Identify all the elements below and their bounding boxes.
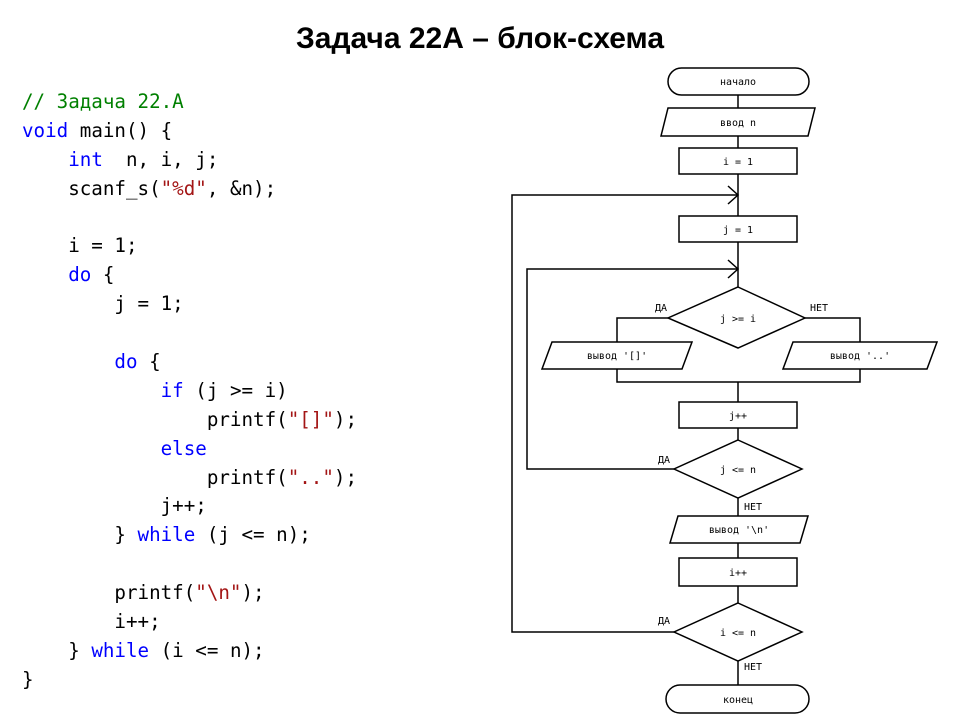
code-line: i++; — [22, 608, 357, 637]
code-token: int — [68, 147, 103, 171]
code-token: printf( — [22, 465, 288, 489]
code-line: if (j >= i) — [22, 377, 357, 406]
process-init-i — [678, 147, 798, 175]
process-inc-i — [678, 557, 798, 587]
code-line: printf(".."); — [22, 464, 357, 493]
code-token: (j >= i) — [183, 378, 288, 402]
code-token: ".." — [287, 465, 334, 489]
code-token: { — [137, 350, 161, 374]
code-token: while — [137, 523, 196, 547]
label-start: начало — [720, 77, 756, 88]
code-token: printf( — [22, 581, 196, 605]
process-init-j — [678, 215, 798, 243]
code-token: j++; — [22, 494, 207, 518]
code-token: "[]" — [287, 407, 334, 431]
label-cond-inner: j >= i — [720, 314, 756, 325]
label-inc-j: j++ — [729, 411, 747, 422]
label-end: конец — [723, 695, 753, 706]
code-token: j = 1; — [22, 292, 184, 316]
label-yes-loop-i: ДА — [658, 616, 670, 627]
code-token: // Задача 22.А — [22, 90, 184, 113]
code-line: printf("\n"); — [22, 579, 357, 608]
code-token: } — [22, 667, 34, 691]
arrow-loop-j — [727, 259, 740, 279]
code-line: else — [22, 435, 357, 464]
decision-loop-j — [672, 439, 804, 499]
label-out-dots: вывод '..' — [830, 351, 890, 362]
code-token: if — [160, 378, 184, 402]
arrow-loop-i — [727, 185, 740, 205]
code-token: i++; — [22, 610, 161, 634]
terminal-end — [665, 684, 810, 714]
process-inc-j — [678, 401, 798, 429]
code-line: } — [22, 666, 357, 695]
code-line: printf("[]"); — [22, 406, 357, 435]
code-token: printf( — [22, 407, 288, 431]
code-token: "%d" — [160, 176, 207, 200]
code-token: { — [91, 263, 115, 287]
code-token: ); — [333, 407, 358, 431]
code-token: (j <= n); — [195, 523, 311, 547]
code-line: // Задача 22.А — [22, 88, 357, 117]
code-line: do { — [22, 348, 357, 377]
code-token: main() { — [68, 118, 173, 142]
io-input — [660, 107, 816, 137]
code-token: ); — [333, 465, 358, 489]
code-line: } while (j <= n); — [22, 521, 357, 550]
label-yes-inner: ДА — [655, 303, 667, 314]
label-out-newline: вывод '\n' — [709, 525, 769, 536]
io-out-brackets — [540, 341, 694, 370]
code-token: } — [22, 638, 92, 662]
label-cond-loop-i: i <= n — [720, 628, 756, 639]
label-no-inner: НЕТ — [810, 303, 828, 314]
edge-merge — [616, 369, 861, 383]
code-token: scanf_s( — [22, 176, 161, 200]
code-line: scanf_s("%d", &n); — [22, 175, 357, 204]
code-line: i = 1; — [22, 232, 357, 261]
code-token: ); — [241, 581, 265, 605]
code-token: , &n); — [206, 176, 277, 200]
code-line: j = 1; — [22, 290, 357, 319]
code-token: i = 1; — [22, 234, 138, 258]
edge-loop-i — [511, 194, 738, 633]
code-token: do — [114, 350, 138, 374]
code-line: do { — [22, 261, 357, 290]
io-out-newline — [668, 515, 810, 544]
label-no-loop-j: НЕТ — [744, 502, 762, 513]
label-cond-loop-j: j <= n — [720, 465, 756, 476]
edge-loop-j — [526, 268, 738, 470]
code-token: "\n" — [195, 581, 242, 605]
code-token: } — [22, 523, 138, 547]
code-listing: // Задача 22.А void main() { int n, i, j;… — [22, 88, 357, 695]
label-yes-loop-j: ДА — [658, 455, 670, 466]
edge-branch-yes — [616, 317, 668, 342]
label-init-i: i = 1 — [723, 157, 753, 168]
code-token: else — [160, 436, 207, 460]
code-token: do — [68, 263, 92, 287]
terminal-start — [667, 67, 810, 96]
label-input: ввод n — [720, 118, 756, 129]
code-line: j++; — [22, 492, 357, 521]
decision-inner — [666, 286, 807, 349]
io-out-dots — [781, 341, 939, 370]
code-token: n, i, j; — [102, 147, 219, 171]
code-token: (i <= n); — [149, 638, 265, 662]
code-token: void — [22, 118, 69, 142]
page-title: Задача 22А – блок-схема — [295, 22, 665, 55]
label-init-j: j = 1 — [723, 225, 753, 236]
label-inc-i: i++ — [729, 568, 747, 579]
edge-branch-no — [805, 317, 861, 342]
label-no-loop-i: НЕТ — [744, 662, 762, 673]
code-line: void main() { — [22, 117, 357, 146]
code-line: int n, i, j; — [22, 146, 357, 175]
decision-loop-i — [672, 602, 804, 662]
label-out-brackets: вывод '[]' — [587, 351, 647, 362]
code-token: while — [91, 638, 150, 662]
code-line: } while (i <= n); — [22, 637, 357, 666]
